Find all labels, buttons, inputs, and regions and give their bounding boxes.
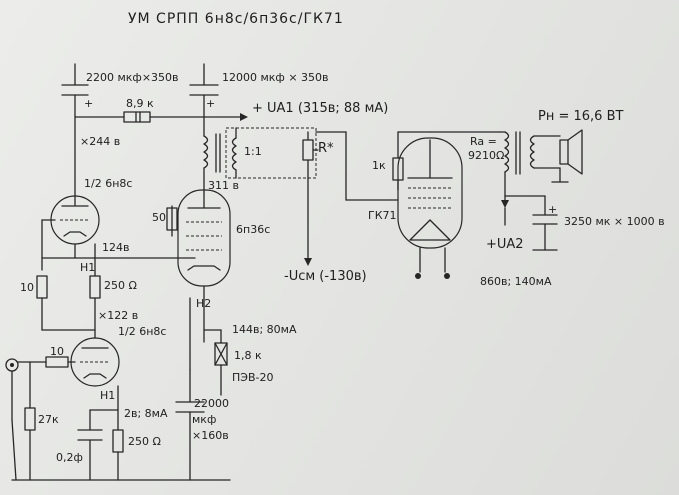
- label-power-out: Pн = 16,6 ВТ: [538, 109, 624, 124]
- label-cap-22000: 22000: [194, 397, 229, 410]
- label-ratio-1-1: 1:1: [244, 145, 262, 158]
- label-ua1: + UA1 (315в; 88 мА): [252, 101, 389, 116]
- label-860v-140ma: 860в; 140мА: [480, 275, 552, 288]
- interstage-transformer: [203, 127, 317, 179]
- lower-triode-6n8s: [70, 337, 120, 387]
- label-h1-upper: H1: [80, 261, 96, 274]
- label-h2: H2: [196, 297, 212, 310]
- bias-potentiometer: [302, 131, 319, 266]
- cathode-capacitor-lower: [77, 409, 103, 481]
- grid-stopper-10: [45, 356, 69, 368]
- label-cap-12000: 12000 мкф × 350в: [222, 71, 329, 84]
- label-122v: ×122 в: [98, 309, 139, 322]
- screen-resistor-1k: [392, 157, 404, 191]
- label-tube-gk71: ГК71: [368, 209, 397, 222]
- filter-capacitor-c2: [189, 63, 219, 96]
- label-2v-8ma: 2в; 8мА: [124, 407, 168, 420]
- label-cap-2200: 2200 мкф×350в: [86, 71, 179, 84]
- label-ra: Ra =: [470, 135, 497, 148]
- gk71-tube: [397, 137, 463, 249]
- label-tube-6n8s-top: 1/2 6н8с: [84, 177, 133, 190]
- label-pev20: ПЭВ-20: [232, 371, 274, 384]
- label-r10-left: 10: [20, 281, 34, 294]
- resistor-250-lower: [112, 429, 124, 453]
- label-dropping-resistor: 8,9 к: [126, 97, 154, 110]
- dropping-resistor: [123, 111, 151, 123]
- label-r50: 50: [152, 211, 166, 224]
- filament-terminal-b: [444, 273, 450, 279]
- label-h1-lower: H1: [100, 389, 116, 402]
- label-cap-160v: ×160в: [192, 429, 229, 442]
- grid-stopper-50: [166, 207, 178, 231]
- label-cap-mf: мкф: [192, 413, 217, 426]
- label-r-star: R*: [318, 141, 334, 156]
- label-plus-2: +: [206, 97, 216, 110]
- label-r10-grid: 10: [50, 345, 64, 358]
- input-jack: [5, 358, 47, 481]
- label-r27k: 27к: [38, 413, 59, 426]
- label-ra-value: 9210Ω: [468, 149, 505, 162]
- label-r250-upper: 250 Ω: [104, 279, 137, 292]
- filter-capacitor-c1: [61, 63, 89, 96]
- label-ua2: +UA2: [486, 237, 524, 252]
- filament-terminal-a: [415, 273, 421, 279]
- cathode-resistor-1k8: [214, 342, 228, 366]
- resistor-10-left: [36, 275, 48, 299]
- output-transformer: [499, 131, 561, 226]
- label-r250-lower: 250 Ω: [128, 435, 161, 448]
- label-r1k8: 1,8 к: [234, 349, 262, 362]
- resistor-250-upper: [89, 275, 101, 299]
- cathode-bypass-capacitor: [175, 369, 205, 481]
- ua1-arrow: [240, 113, 248, 121]
- label-311v: 311 в: [208, 179, 239, 192]
- label-plus-3: +: [548, 203, 558, 216]
- grid-leak-27k: [24, 407, 36, 431]
- label-cap-3250: 3250 мк × 1000 в: [564, 215, 665, 228]
- output-supply-capacitor: [504, 195, 558, 251]
- schematic-title: УМ СРПП 6н8с/6п36с/ГК71: [128, 11, 344, 27]
- label-cap-0-2f: 0,2ф: [56, 451, 83, 464]
- label-ucm: -Uсм (-130в): [284, 269, 367, 284]
- label-244v: ×244 в: [80, 135, 121, 148]
- label-144v-80ma: 144в; 80мА: [232, 323, 297, 336]
- label-r1k: 1к: [372, 159, 386, 172]
- label-tube-6n8s-bottom: 1/2 6н8с: [118, 325, 167, 338]
- label-plus-1: +: [84, 97, 94, 110]
- label-124v: 124в: [102, 241, 130, 254]
- speaker-icon: [551, 129, 583, 183]
- label-tube-6p36s: 6п36с: [236, 223, 271, 236]
